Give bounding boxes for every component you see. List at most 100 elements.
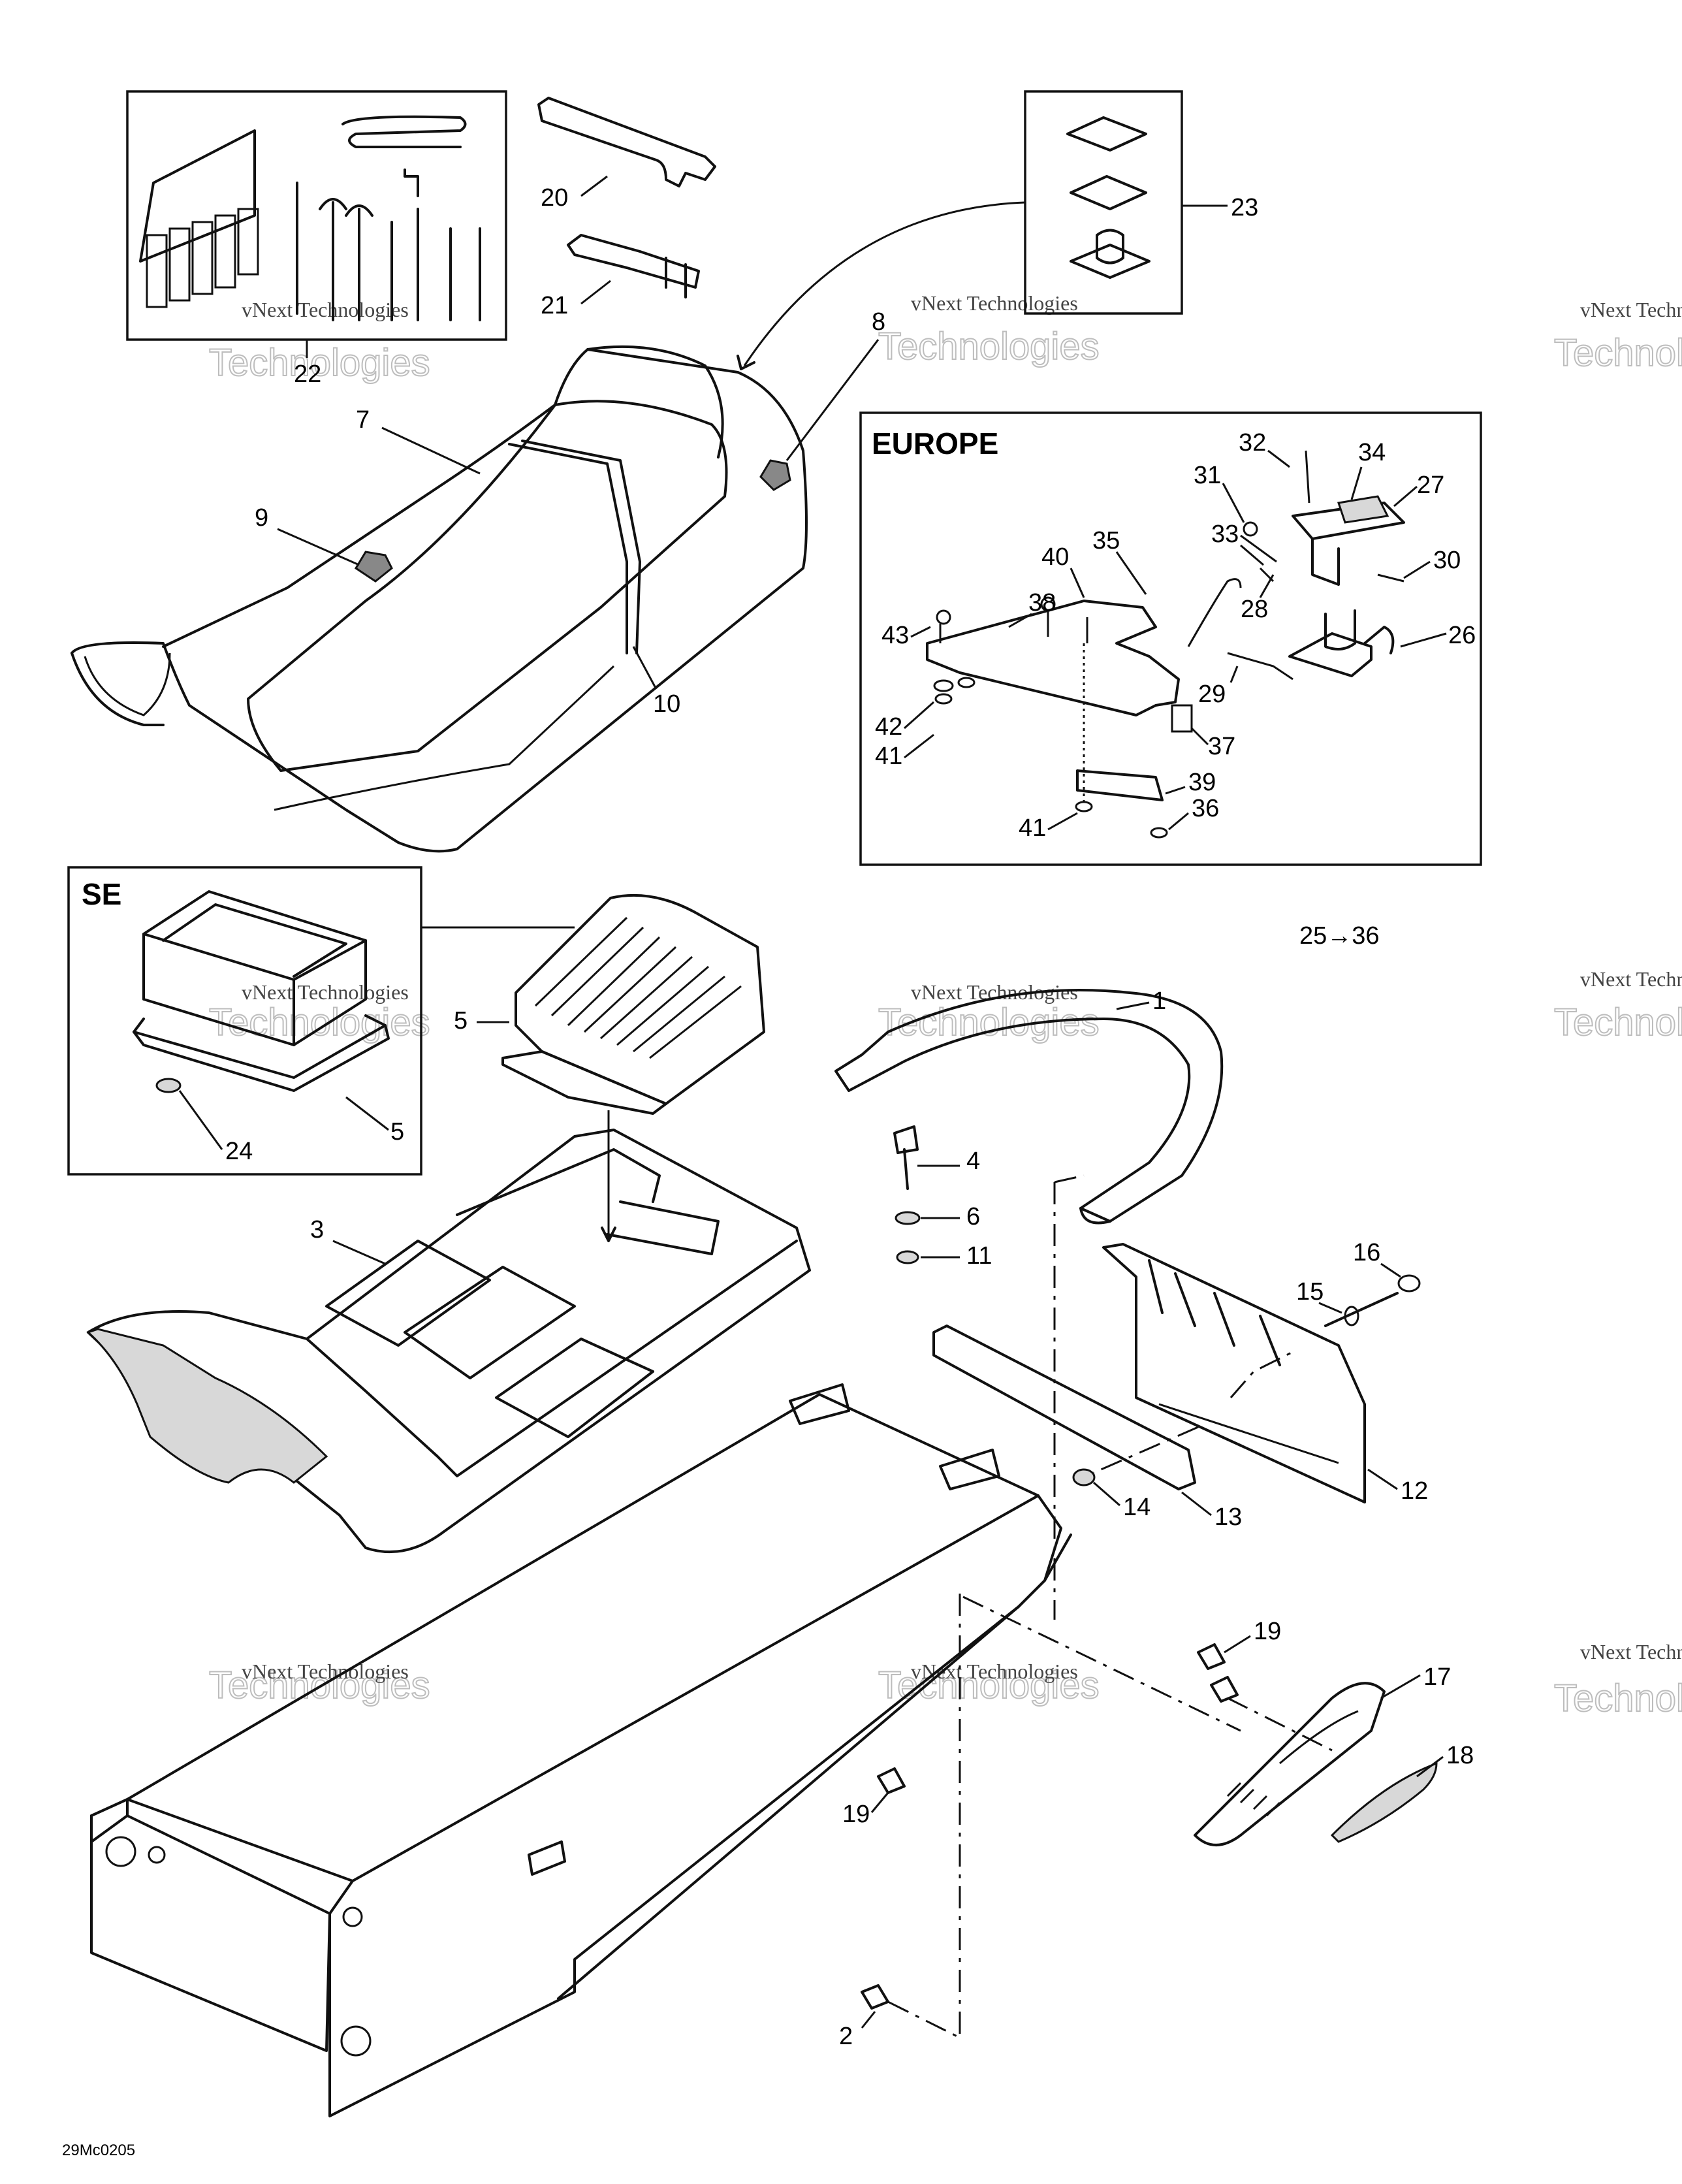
part-12-flap [1102,1243,1366,1503]
watermark: Technologies [878,1001,1100,1044]
arrow-head [737,355,755,370]
watermark: vNext Technologies [242,980,409,1004]
callout-40: 40 [1041,543,1069,571]
part-37 [1171,704,1193,733]
leader-35 [1115,551,1147,595]
part-16-clip [1397,1274,1421,1293]
watermark: Technologies [878,1664,1100,1707]
callout-41b: 41 [1019,814,1046,842]
callout-12: 12 [1401,1477,1428,1505]
callout-8: 8 [872,308,885,336]
part-26-lock [1288,632,1373,677]
leader-15 [1318,1302,1342,1314]
tool-pouch [139,129,256,263]
leader-8 [785,339,880,461]
leader-19b [870,1792,889,1813]
fastener-stack [893,1125,921,1264]
leader-26 [1400,632,1447,648]
leader-41a [904,733,934,759]
leader-20 [580,175,608,197]
callout-42: 42 [875,713,902,741]
callout-10: 10 [653,690,680,718]
callout-26: 26 [1448,622,1476,649]
part-21 [567,234,700,298]
seat [71,345,808,853]
leader-12 [1367,1468,1398,1490]
part-18-lens [1330,1761,1438,1843]
leader-24 [178,1090,223,1150]
callout-19a: 19 [1254,1618,1281,1645]
callout-15: 15 [1296,1278,1324,1306]
tool-wrench [319,198,347,321]
callout-22: 22 [294,361,321,388]
callout-6: 6 [966,1203,980,1230]
watermarks: Technologies vNext Technologies Technolo… [208,291,1682,1720]
callout-23: 23 [1231,194,1258,221]
part-23-gasket [1066,116,1147,152]
leader-17 [1380,1674,1421,1699]
leader-30 [1403,560,1431,579]
part-2-bolt [861,1984,889,2010]
part-29-cable [1187,578,1242,647]
leader-33 [1240,544,1264,566]
tool-kit-box [126,90,507,341]
leader-42 [904,701,934,730]
figure-code: 29Mc0205 [62,2142,135,2159]
callout-13: 13 [1214,1503,1242,1531]
frame-tunnel [90,1383,1072,2117]
part-17-taillight [1194,1682,1386,1846]
leader-40 [1070,568,1085,598]
part-13-bracket [932,1325,1196,1490]
leader-32 [1267,449,1290,468]
leader-29 [1230,666,1239,683]
callout-20: 20 [541,184,568,212]
callout-19b: 19 [842,1801,870,1828]
leader-28 [1259,574,1275,598]
europe-box [859,411,1482,866]
part-5-cover [501,893,765,1115]
europe-parts [926,450,1405,839]
callout-29: 29 [1198,681,1226,708]
leader-31 [1222,483,1245,523]
watermark: Technologies [1554,1001,1682,1044]
leader-9 [277,528,360,566]
part-38-plate [926,600,1180,716]
callout-32: 32 [1239,429,1266,457]
leader-5b [345,1096,389,1131]
tool-spanner [341,115,467,148]
se-battery-box [133,890,390,1093]
se-box [67,866,422,1176]
callout-5b: 5 [390,1118,404,1146]
part-3-seat-base [86,1129,811,1554]
callout-18: 18 [1446,1742,1474,1769]
watermark: Technologies [878,325,1100,368]
seat-base-foam [86,1328,328,1484]
leader-41b [1047,812,1078,831]
callout-16: 16 [1353,1239,1380,1266]
callout-31: 31 [1194,462,1221,489]
part-23-mount [1096,229,1124,265]
part-15-screw [1324,1292,1399,1327]
leader-36a [1168,812,1189,831]
callout-9: 9 [255,504,268,532]
leader-2 [861,2011,876,2029]
part-39-plate [1076,769,1164,801]
callout-33: 33 [1211,521,1239,548]
watermark: vNext Technologies [1580,1640,1682,1663]
leader-10 [632,646,658,690]
callout-34: 34 [1358,439,1386,466]
callout-28: 28 [1241,596,1268,623]
note-25-36: 25→36 [1299,922,1380,950]
leader-16 [1380,1262,1401,1278]
part-24-washer [155,1078,182,1093]
part-23-box [1024,90,1183,315]
callout-4: 4 [966,1148,980,1175]
callout-35: 35 [1092,527,1120,554]
callout-1: 1 [1152,988,1166,1015]
watermark: Technologies [1554,1677,1682,1720]
part-34-label [1337,495,1389,524]
leader-38 [1008,613,1032,628]
leader-27 [1393,485,1418,507]
leader-23-arrow [743,201,1026,366]
